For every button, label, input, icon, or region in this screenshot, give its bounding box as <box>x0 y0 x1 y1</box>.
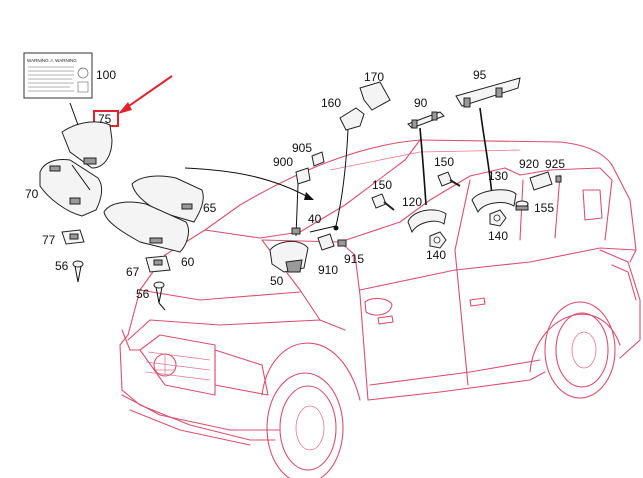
label-130: 130 <box>488 169 508 183</box>
label-140-right: 140 <box>488 229 508 243</box>
visor-clips <box>61 229 171 311</box>
label-100: 100 <box>96 68 116 82</box>
label-920: 920 <box>519 157 539 171</box>
label-925: 925 <box>545 157 565 171</box>
label-150-top: 150 <box>434 155 454 169</box>
warning-label-part: WARNING ⚠ WARNING <box>23 52 93 99</box>
label-160: 160 <box>321 96 341 110</box>
label-67: 67 <box>126 265 140 279</box>
label-50: 50 <box>270 274 284 288</box>
label-120: 120 <box>402 195 422 209</box>
part-number-labels: 100 75 70 65 77 56 67 60 56 160 170 90 9… <box>25 68 565 301</box>
label-910: 910 <box>318 263 338 277</box>
vehicle-outline <box>119 139 641 478</box>
roof-rails <box>407 77 521 206</box>
label-900: 900 <box>273 155 293 169</box>
label-155: 155 <box>534 201 554 215</box>
label-60: 60 <box>181 255 195 269</box>
label-56-right: 56 <box>136 287 150 301</box>
label-905: 905 <box>292 141 312 155</box>
overhead-brackets <box>333 81 391 231</box>
label-56-left: 56 <box>55 259 69 273</box>
label-40: 40 <box>308 212 322 226</box>
dome-light-parts <box>269 151 347 273</box>
label-140-left: 140 <box>426 248 446 262</box>
label-65: 65 <box>203 201 217 215</box>
label-170: 170 <box>364 70 384 84</box>
label-150-left: 150 <box>372 178 392 192</box>
label-70: 70 <box>25 187 39 201</box>
grab-handle-parts <box>371 171 562 249</box>
label-90: 90 <box>414 96 428 110</box>
sun-visor-left <box>39 102 113 217</box>
label-75: 75 <box>98 112 112 126</box>
label-915: 915 <box>344 252 364 266</box>
warning-label-heading: WARNING ⚠ WARNING <box>27 58 77 63</box>
sun-visors-right <box>103 167 314 253</box>
label-95: 95 <box>473 68 487 82</box>
label-77: 77 <box>42 233 56 247</box>
